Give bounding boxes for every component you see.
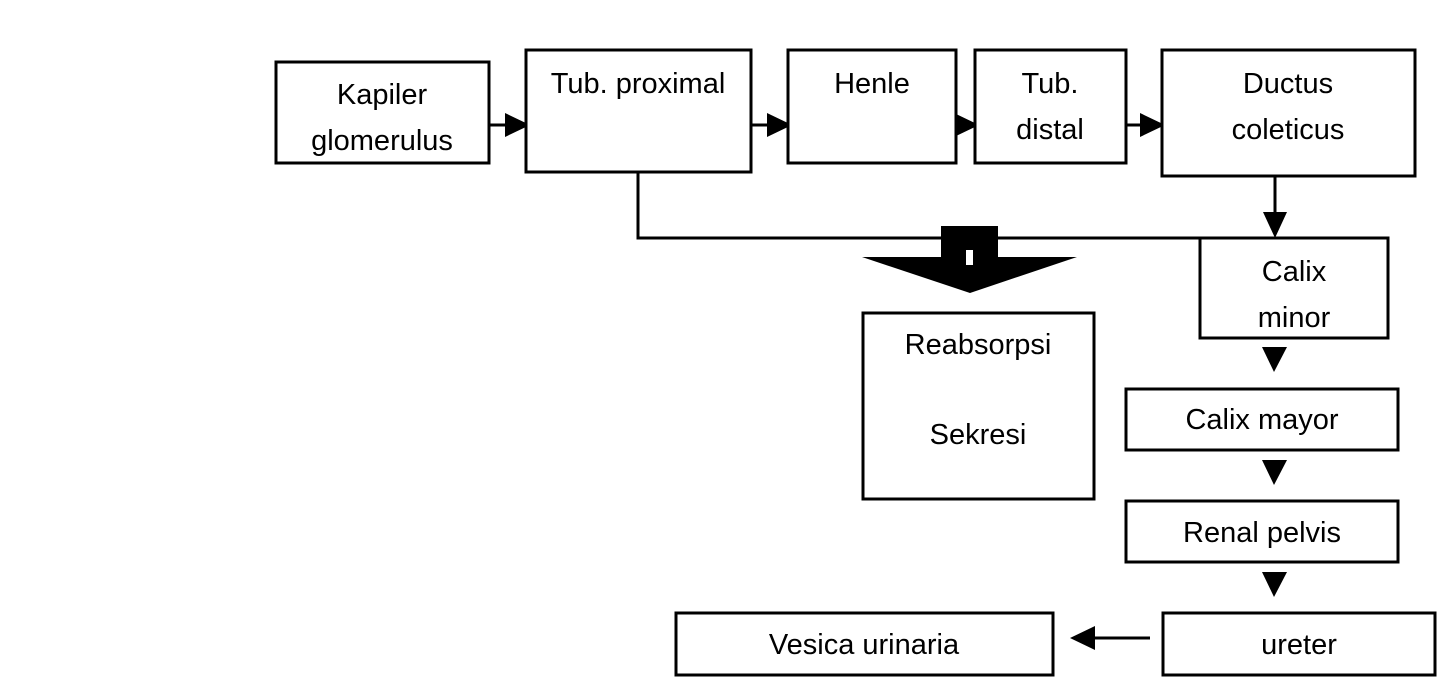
node-label: Renal pelvis: [1183, 517, 1341, 549]
node-label: coleticus: [1232, 114, 1345, 146]
node-reabsorpsi-sekresi: Reabsorpsi Sekresi: [861, 311, 1096, 501]
node-label: Reabsorpsi: [905, 329, 1052, 361]
edge-proximal-to-henle: [751, 113, 792, 137]
node-label: Vesica urinaria: [769, 629, 960, 661]
node-vesica-urinaria: Vesica urinaria: [674, 611, 1055, 677]
node-calix-mayor: Calix mayor: [1124, 387, 1400, 452]
node-label: Ductus: [1243, 68, 1333, 100]
edge-ureter-to-vesica: [1070, 626, 1150, 650]
proximal-reabsorption-connector: [636, 162, 1200, 240]
node-label: minor: [1258, 302, 1331, 334]
node-calix-minor: Calix minor: [1198, 236, 1390, 340]
node-tub-proximal: Tub. proximal: [524, 48, 753, 174]
node-kapiler-glomerulus: Kapiler glomerulus: [274, 60, 491, 165]
node-label: glomerulus: [311, 125, 453, 157]
edge-calix-minor-to-mayor: [1262, 347, 1287, 372]
node-ureter: ureter: [1161, 611, 1437, 677]
node-tub-distal: Tub. distal: [973, 48, 1128, 165]
node-label: Kapiler: [337, 79, 428, 111]
node-label: Calix mayor: [1185, 404, 1338, 436]
edge-kapiler-to-proximal: [489, 113, 530, 137]
node-ductus-coleticus: Ductus coleticus: [1160, 48, 1417, 178]
edge-pelvis-to-ureter: [1262, 572, 1287, 597]
node-label: Henle: [834, 68, 910, 100]
node-label: Tub.: [1022, 68, 1079, 100]
edge-calix-mayor-to-pelvis: [1262, 460, 1287, 485]
edge-ductus-to-calix-minor: [1263, 176, 1287, 238]
reabsorption-block-arrow: [862, 226, 1077, 293]
node-label: Calix: [1262, 256, 1327, 288]
node-label: distal: [1016, 114, 1084, 146]
node-henle: Henle: [786, 48, 958, 165]
node-label: Tub. proximal: [551, 68, 726, 100]
node-renal-pelvis: Renal pelvis: [1124, 499, 1400, 564]
node-label: Sekresi: [930, 419, 1027, 451]
node-label: ureter: [1261, 629, 1337, 661]
edge-distal-to-ductus: [1126, 113, 1165, 137]
